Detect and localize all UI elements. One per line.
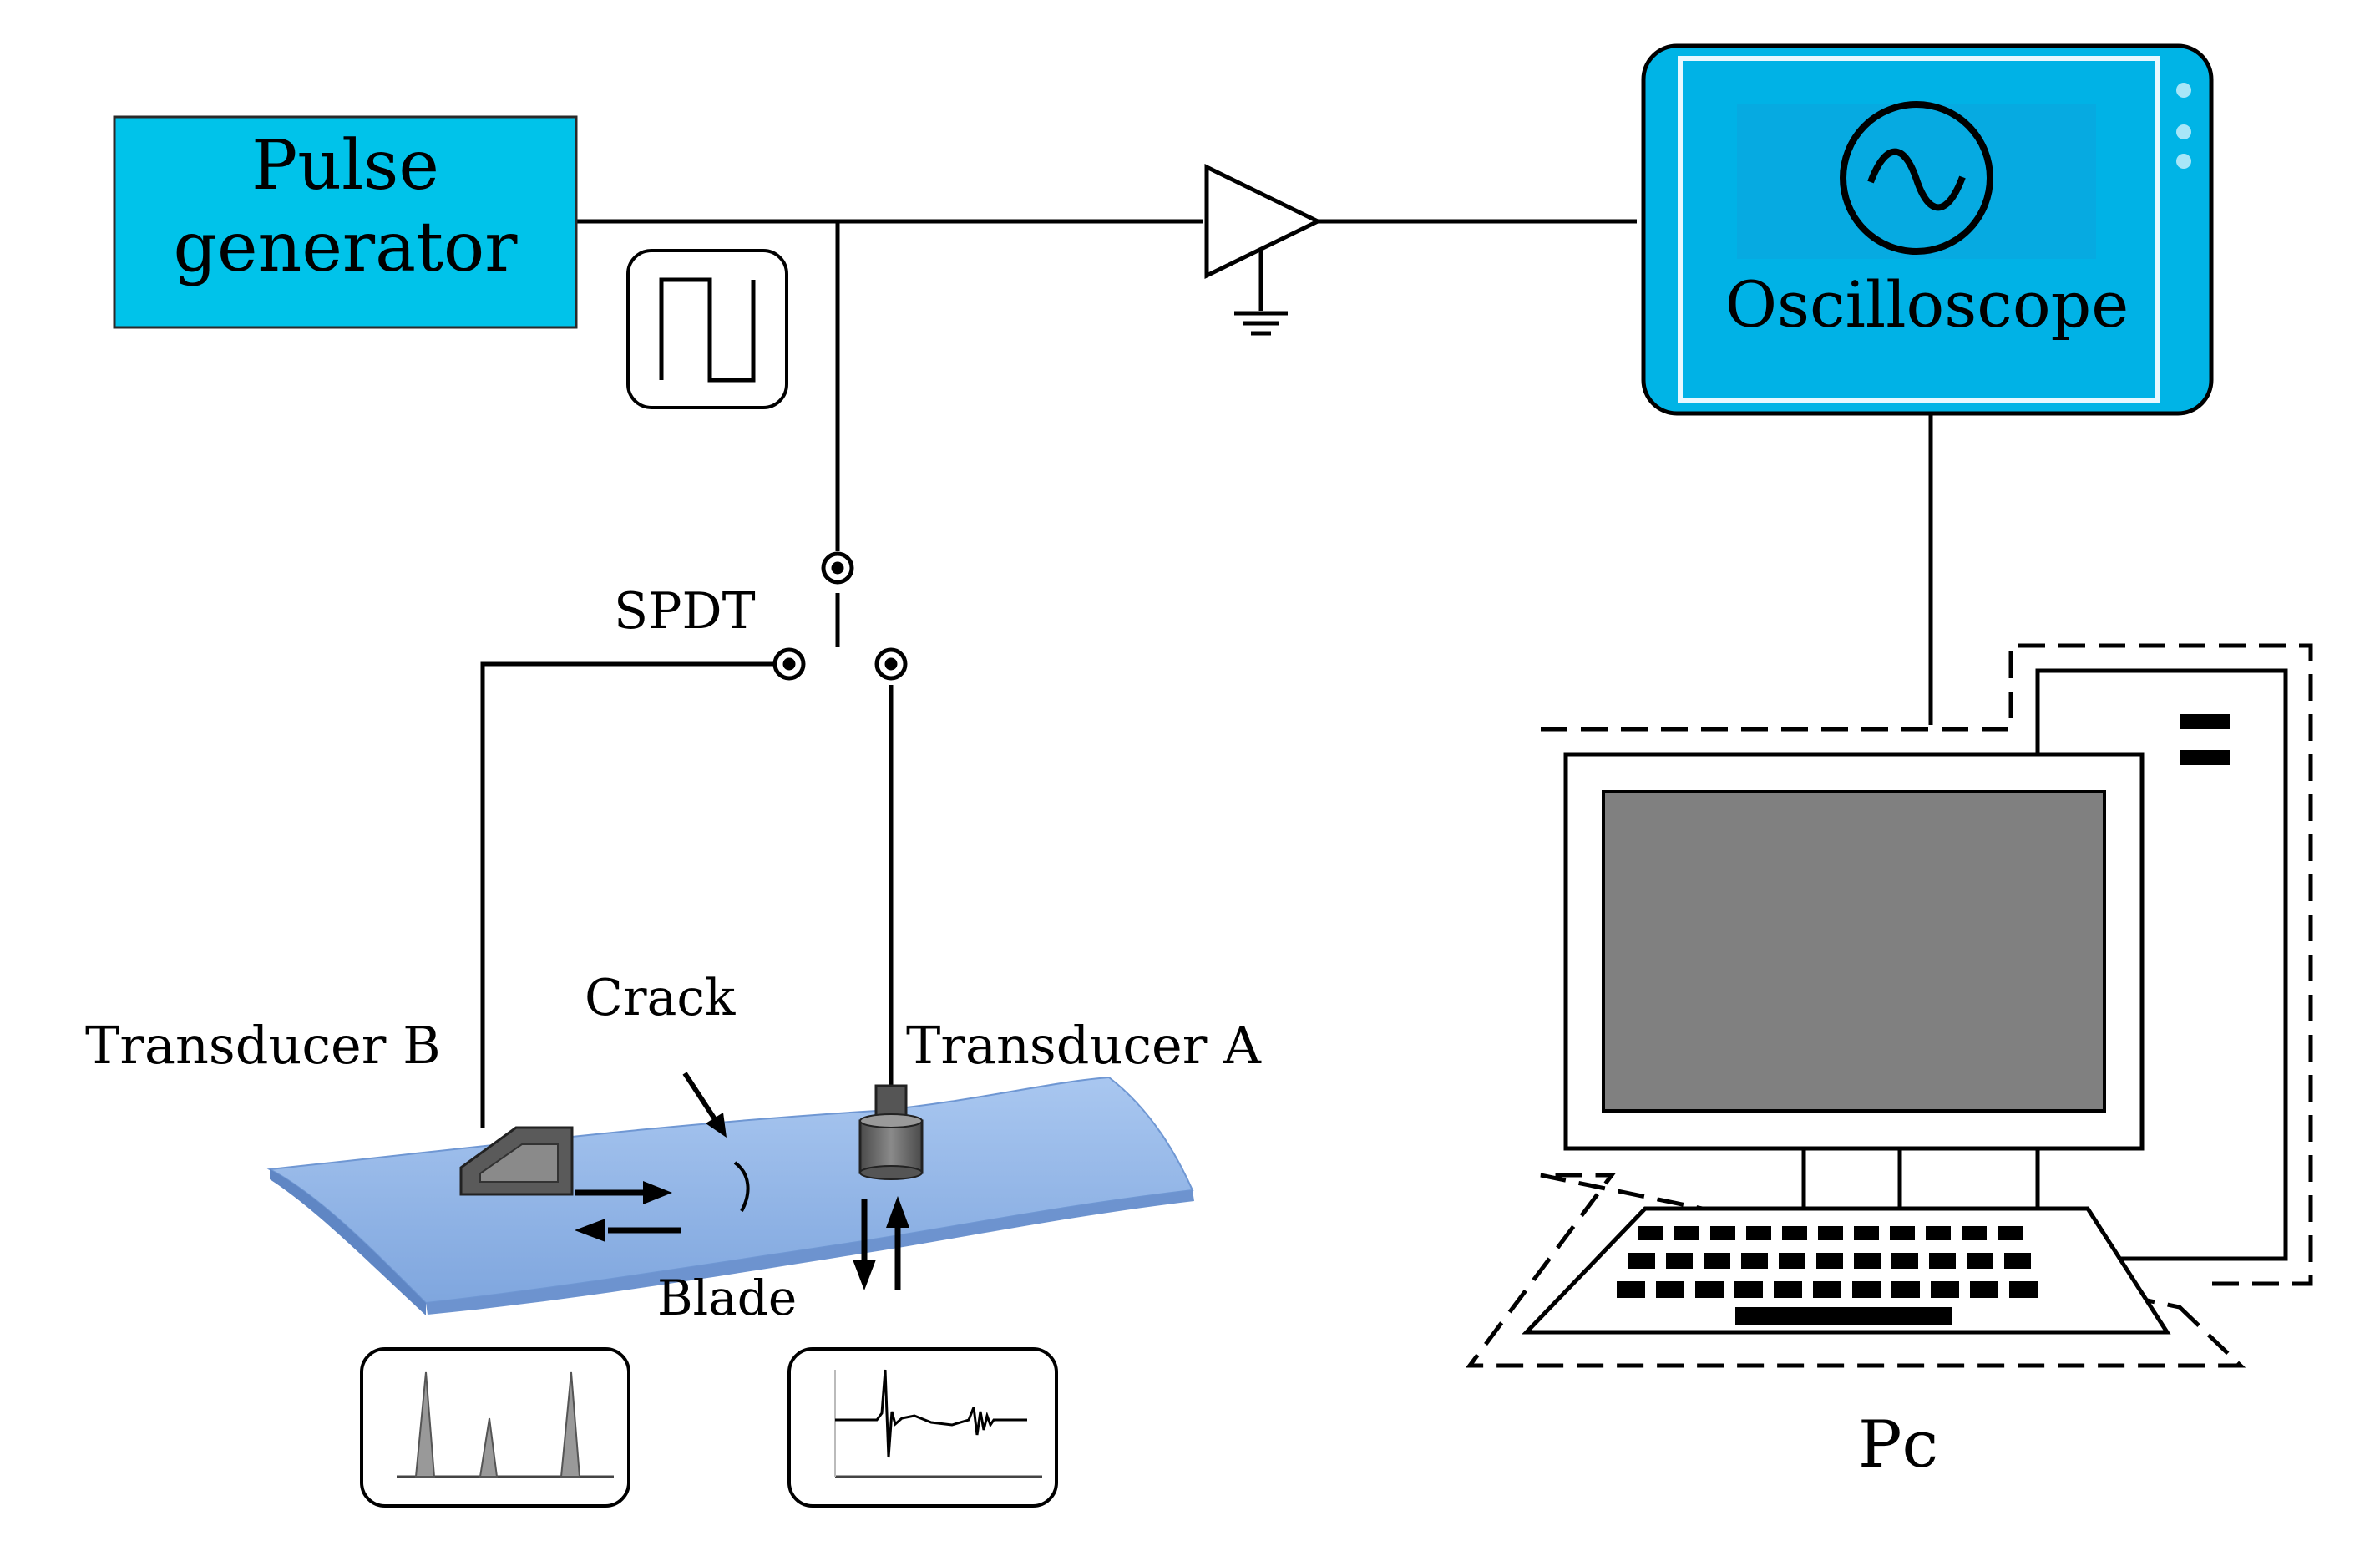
pulse-generator-box [113, 115, 578, 329]
crack-label: Crack [585, 969, 736, 1027]
keyboard-keys [1617, 1226, 2038, 1325]
wave-arrows-horizontal [575, 1181, 681, 1242]
oscilloscope-label: Oscilloscope [1724, 267, 2129, 342]
pc-label: Pc [1858, 1407, 1939, 1483]
sine-wave-icon [1840, 101, 1993, 255]
pulse-generator-label: Pulse generator [114, 125, 576, 290]
pc-screen [1602, 790, 2106, 1113]
ground-icon [1234, 249, 1288, 336]
spdt-label: SPDT [614, 582, 756, 641]
wave-arrows-vertical [853, 1196, 909, 1290]
amplifier-icon [1204, 163, 1323, 280]
crack-mark [733, 1161, 750, 1212]
transducer-b [459, 1126, 574, 1196]
pulse-echo-waveform-icon [360, 1347, 630, 1508]
spdt-switch [772, 551, 908, 681]
transducer-a [858, 1084, 924, 1180]
wiring [480, 219, 1933, 1128]
crack-arrow [682, 1072, 727, 1138]
square-wave-icon [626, 249, 788, 409]
blade-label: Blade [657, 1270, 798, 1326]
transmission-waveform-icon [787, 1347, 1058, 1508]
pulse-generator-line2: generator [173, 208, 518, 288]
computer-icon [1466, 643, 2313, 1368]
transducer-b-label: Transducer B [85, 1015, 441, 1076]
pulse-generator-line1: Pulse [251, 126, 439, 205]
transducer-a-label: Transducer A [906, 1015, 1261, 1076]
oscilloscope [1641, 43, 2214, 416]
